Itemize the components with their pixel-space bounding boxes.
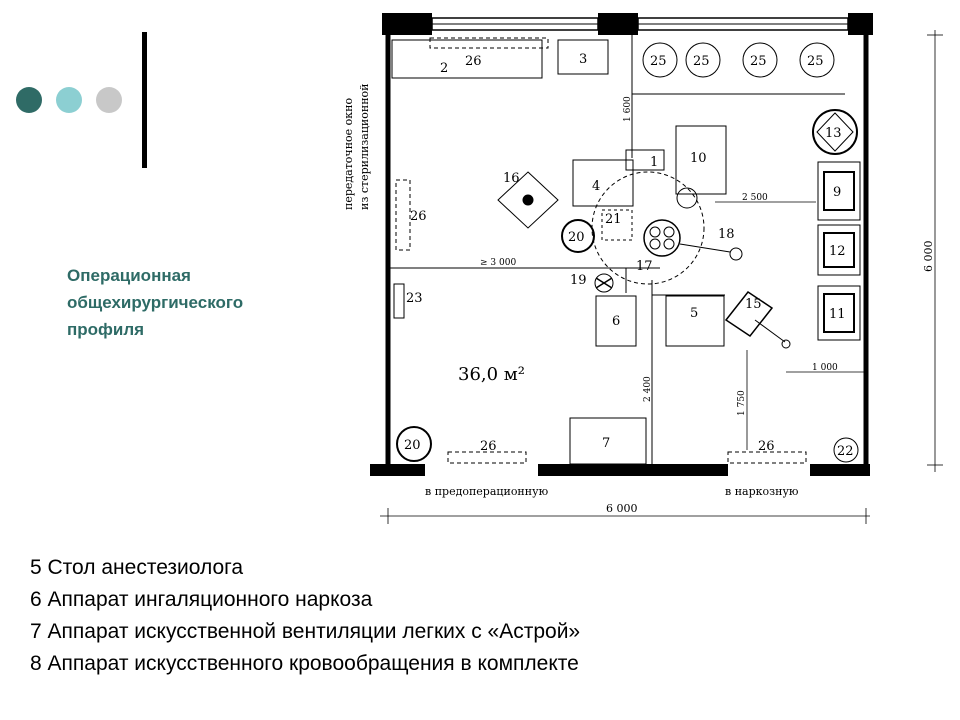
device-15 [724, 290, 774, 338]
dim-3000: ≥ 3 000 [480, 258, 516, 268]
lamp-18 [643, 219, 681, 257]
title-line-2: общехирургического [67, 293, 244, 312]
dim-height: 6 000 [922, 241, 935, 273]
dim-2400: 2 400 [643, 376, 653, 402]
item-23 [393, 283, 405, 319]
table-10 [675, 125, 727, 195]
title-line-1: Операционная [67, 266, 191, 285]
label-1: 1 [650, 155, 658, 170]
dot-light [56, 87, 82, 113]
label-20-bottom: 20 [404, 438, 421, 453]
dim-width: 6 000 [606, 502, 638, 515]
label-21: 21 [605, 212, 622, 227]
label-25-b: 25 [693, 54, 710, 69]
label-26-top: 26 [465, 54, 482, 69]
label-17: 17 [636, 259, 653, 274]
legend-item-7: 7 Аппарат искусственной вентиляции легки… [30, 620, 581, 643]
legend-item-5: 5 Стол анестезиолога [30, 556, 244, 579]
label-3: 3 [579, 52, 587, 67]
legend-item-6: 6 Аппарат ингаляционного наркоза [30, 588, 373, 611]
door-label-right: в наркозную [725, 485, 799, 498]
label-10: 10 [690, 151, 707, 166]
bench-26-bottom-left [447, 451, 527, 464]
device-16 [497, 171, 559, 229]
floor-plan: передаточное окно из стерилизационной 2 … [342, 13, 943, 524]
table-21 [601, 209, 633, 241]
table-4 [572, 159, 634, 207]
item-19 [594, 273, 614, 293]
label-7: 7 [602, 436, 610, 451]
vertical-bar [142, 32, 147, 168]
label-13: 13 [825, 126, 842, 141]
window-label-1: передаточное окно [342, 98, 355, 210]
label-19: 19 [570, 273, 587, 288]
label-20: 20 [568, 230, 585, 245]
cabinet-11 [817, 285, 861, 341]
label-9: 9 [833, 185, 841, 200]
legend: 5 Стол анестезиолога 6 Аппарат ингаляцио… [30, 552, 580, 680]
label-16: 16 [503, 171, 520, 186]
slide-title: Операционная общехирургического профиля [67, 262, 327, 343]
label-25-d: 25 [807, 54, 824, 69]
label-4: 4 [592, 179, 600, 194]
zone-lines [390, 35, 845, 465]
dim-1750: 1 750 [737, 390, 747, 416]
bench-26-top [429, 37, 549, 49]
label-26-bottom-right: 26 [758, 439, 775, 454]
dim-1600: 1 600 [623, 96, 633, 122]
bench-26-bottom-right [727, 451, 807, 464]
window-label-2: из стерилизационной [358, 84, 371, 210]
walls [370, 13, 873, 476]
title-line-3: профиля [67, 320, 145, 339]
door-label-left: в предоперационную [425, 485, 549, 498]
label-18: 18 [718, 227, 735, 242]
label-15: 15 [745, 297, 762, 312]
bench-26-left [395, 179, 411, 251]
label-12: 12 [829, 244, 846, 259]
cabinet-9 [817, 161, 861, 221]
dot-gray [96, 87, 122, 113]
machine-6 [595, 295, 637, 347]
label-11: 11 [829, 307, 846, 322]
bottom-dimension [380, 508, 870, 524]
legend-item-8: 8 Аппарат искусственного кровообращения … [30, 652, 579, 675]
area-label: 36,0 м² [458, 364, 525, 385]
label-22: 22 [837, 444, 854, 459]
stools-25 [642, 42, 835, 78]
label-6: 6 [612, 314, 620, 329]
right-dimension [927, 30, 943, 472]
stool-20-bottom [396, 426, 432, 462]
dot-dark [16, 87, 42, 113]
stool-20 [561, 219, 595, 253]
dim-1000: 1 000 [812, 363, 838, 373]
label-26-bottom-left: 26 [480, 439, 497, 454]
cabinet-3 [557, 39, 609, 75]
label-2: 2 [440, 61, 448, 76]
device-13 [812, 109, 858, 155]
dim-2500: 2 500 [742, 193, 768, 203]
label-23: 23 [406, 291, 423, 306]
table-2 [391, 39, 543, 79]
label-25-c: 25 [750, 54, 767, 69]
table-5 [665, 295, 725, 347]
label-5: 5 [690, 306, 698, 321]
cabinet-12 [817, 224, 861, 276]
item-22 [833, 437, 859, 463]
machine-7 [569, 417, 647, 465]
label-26-left: 26 [410, 209, 427, 224]
label-25-a: 25 [650, 54, 667, 69]
